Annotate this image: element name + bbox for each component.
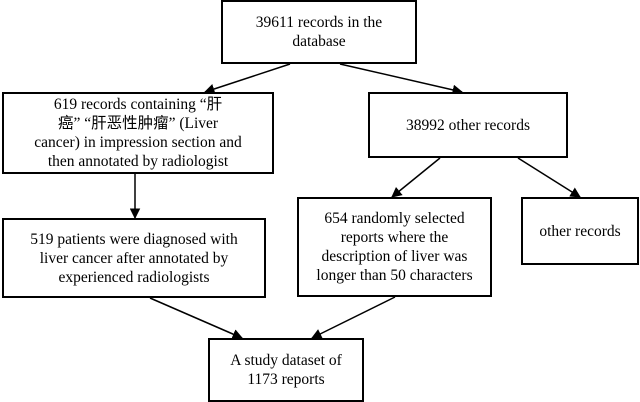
arrow-database-to-liver-keyword: [204, 63, 291, 95]
node-diagnosed-patients: 519 patients were diagnosed with liver c…: [2, 218, 266, 298]
arrow-other-split-to-other: [517, 157, 581, 198]
node-database-records: 39611 records in the database: [221, 0, 417, 64]
arrow-database-to-other-split: [339, 63, 464, 96]
node-other-records: other records: [521, 197, 639, 265]
arrow-other-split-to-random: [391, 157, 441, 198]
arrow-diagnosed-to-study: [149, 297, 243, 340]
arrow-random-to-study: [311, 296, 396, 339]
node-liver-keyword-records: 619 records containing “肝 癌” “肝恶性肿瘤” (Li…: [2, 92, 274, 174]
node-randomly-selected-reports: 654 randomly selected reports where the …: [297, 197, 492, 297]
node-other-records-split: 38992 other records: [368, 92, 568, 158]
node-study-dataset: A study dataset of 1173 reports: [208, 338, 364, 402]
